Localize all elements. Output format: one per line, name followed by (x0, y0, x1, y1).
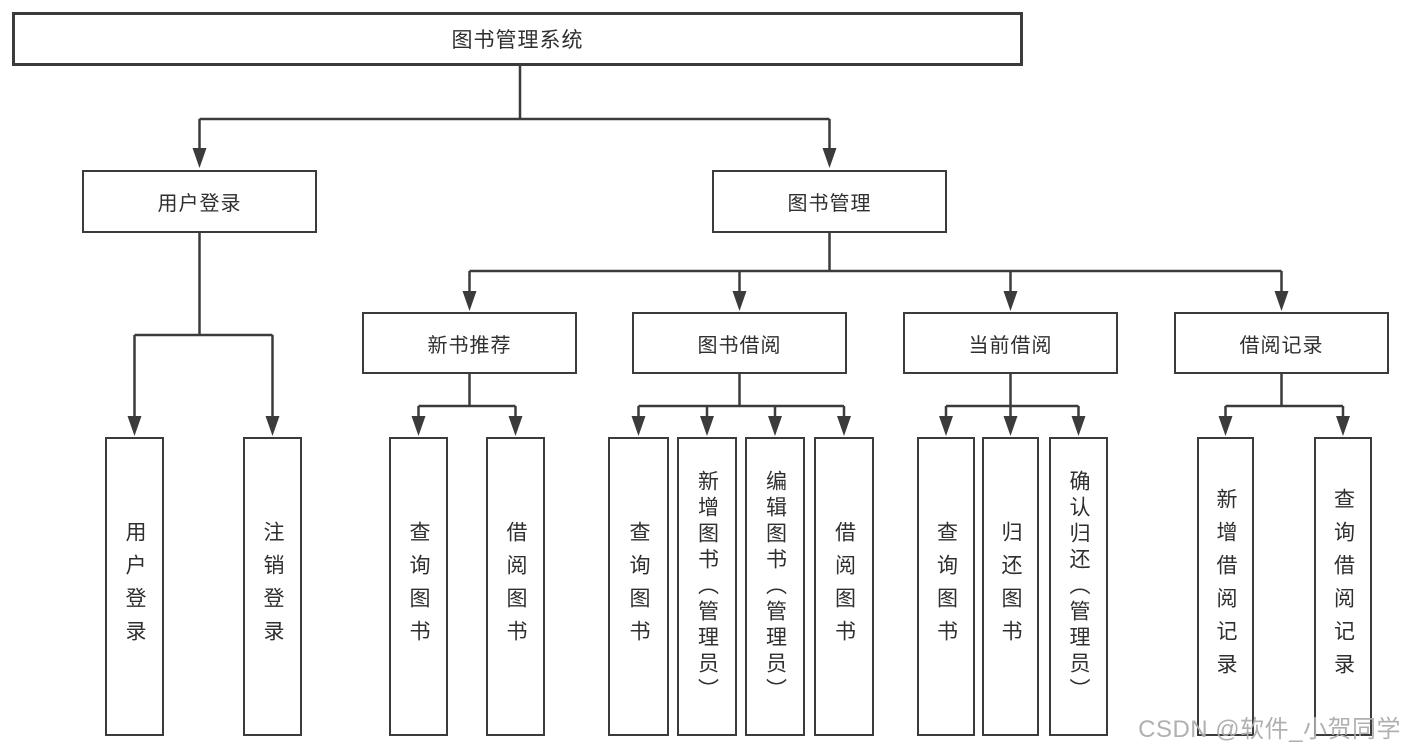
node-borrowing-records: 借阅记录 (1174, 312, 1389, 374)
edge-book-borrowing-to-leaves (631, 374, 851, 436)
edge-new-book-recommend-to-leaves (411, 374, 523, 436)
leaf-label: 归还图书 (999, 520, 1022, 653)
leaf-logout: 注销登录 (243, 437, 302, 736)
node-user-login: 用户登录 (82, 170, 317, 233)
leaf-add-books-admin: 新增图书（管理员） (677, 437, 737, 736)
edge-user-login-to-leaves (127, 233, 280, 436)
leaf-label: 查询借阅记录 (1331, 487, 1355, 686)
leaf-label: 借阅图书 (504, 520, 527, 653)
leaf-label: 确认归还（管理员） (1067, 469, 1090, 704)
edge-root-to-level2 (192, 66, 837, 168)
leaf-label: 借阅图书 (832, 520, 856, 653)
arrowhead-icon (939, 416, 1086, 436)
node-library-management-system: 图书管理系统 (12, 12, 1023, 66)
leaf-label: 查询图书 (407, 520, 430, 653)
leaf-label: 用户登录 (123, 520, 146, 653)
csdn-watermark: CSDN @软件_小贺同学 (1138, 716, 1401, 743)
leaf-label: 编辑图书（管理员） (763, 469, 787, 704)
leaf-borrowing-query-books: 查询图书 (608, 437, 669, 736)
arrowhead-icon (411, 416, 523, 436)
leaf-user-login: 用户登录 (105, 437, 164, 736)
arrowhead-icon (1218, 416, 1350, 436)
leaf-borrowing-borrow-books: 借阅图书 (814, 437, 874, 736)
node-label: 借阅记录 (1239, 334, 1324, 357)
node-label: 用户登录 (157, 193, 242, 215)
edge-current-borrowing-to-leaves (939, 374, 1086, 436)
node-book-borrowing: 图书借阅 (632, 312, 847, 374)
edge-borrowing-records-to-leaves (1218, 374, 1350, 436)
leaf-current-query-books: 查询图书 (917, 437, 975, 736)
edge-line (133, 233, 274, 420)
node-label: 图书借阅 (697, 334, 782, 357)
edge-line (944, 374, 1080, 420)
leaf-label: 查询图书 (934, 520, 958, 653)
node-label: 新书推荐 (427, 334, 512, 357)
node-label: 图书管理系统 (451, 29, 584, 52)
leaf-add-borrow-record: 新增借阅记录 (1197, 437, 1254, 736)
edge-line (417, 374, 517, 420)
arrowhead-icon (192, 148, 837, 168)
arrowhead-icon (462, 291, 1289, 311)
edge-book-management-to-level3 (462, 233, 1289, 311)
node-book-management: 图书管理 (712, 170, 947, 233)
leaf-label: 查询图书 (627, 520, 650, 653)
edge-line (198, 66, 831, 152)
edge-line (468, 233, 1283, 294)
leaf-label: 注销登录 (261, 520, 284, 653)
node-label: 当前借阅 (968, 334, 1053, 357)
leaf-label: 新增借阅记录 (1214, 487, 1237, 686)
arrowhead-icon (127, 416, 280, 436)
leaf-edit-books-admin: 编辑图书（管理员） (745, 437, 805, 736)
node-current-borrowing: 当前借阅 (903, 312, 1118, 374)
leaf-return-books: 归还图书 (982, 437, 1039, 736)
leaf-confirm-return-admin: 确认归还（管理员） (1049, 437, 1108, 736)
edge-line (1224, 374, 1345, 420)
arrowhead-icon (631, 416, 851, 436)
node-label: 图书管理 (787, 193, 872, 215)
leaf-query-borrow-record: 查询借阅记录 (1314, 437, 1372, 736)
node-new-book-recommend: 新书推荐 (362, 312, 577, 374)
edge-line (637, 374, 846, 420)
leaf-recommend-borrow-books: 借阅图书 (486, 437, 545, 736)
leaf-recommend-query-books: 查询图书 (389, 437, 448, 736)
leaf-label: 新增图书（管理员） (695, 469, 719, 704)
